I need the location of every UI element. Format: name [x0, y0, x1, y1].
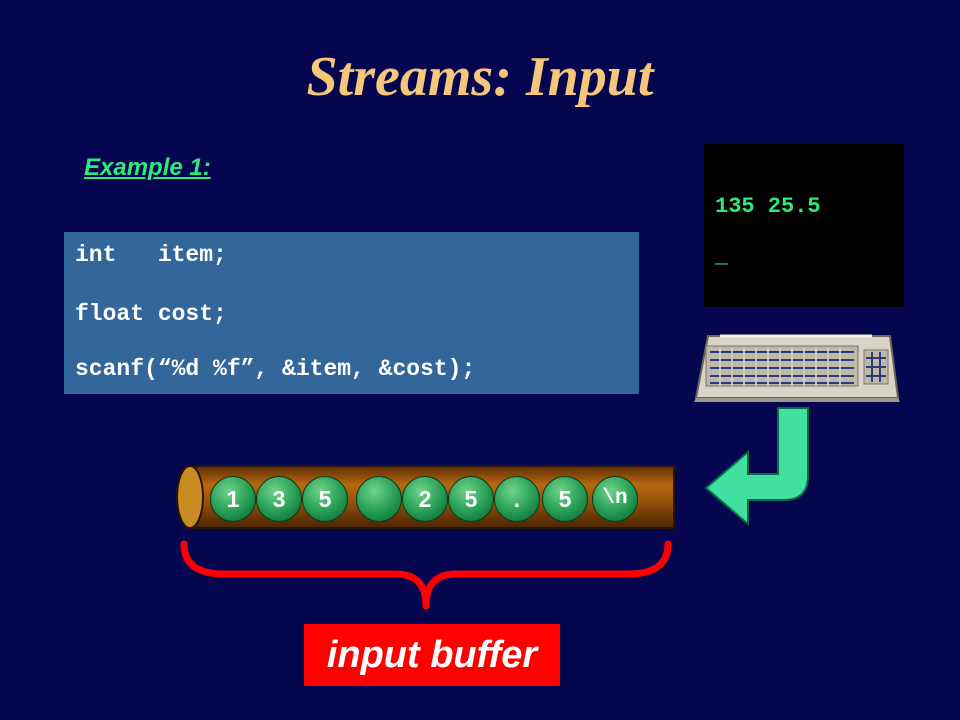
buffer-char-space — [356, 476, 402, 522]
code-line-declare-item: int item; — [75, 242, 227, 268]
input-buffer-label: input buffer — [304, 624, 560, 686]
slide-title: Streams: Input — [306, 46, 654, 108]
terminal-input-text: 135 25.5 — [715, 194, 821, 219]
terminal-cursor: _ — [715, 244, 729, 269]
curly-brace-icon — [180, 540, 672, 610]
buffer-char: 1 — [210, 476, 256, 522]
buffer-char: 3 — [256, 476, 302, 522]
terminal-screen: 135 25.5 _ — [704, 144, 904, 307]
buffer-char: 5 — [448, 476, 494, 522]
buffer-char: . — [494, 476, 540, 522]
buffer-char: 2 — [402, 476, 448, 522]
curved-arrow-icon — [704, 407, 809, 527]
buffer-char: 5 — [302, 476, 348, 522]
buffer-char-newline: \n — [592, 476, 638, 522]
example-label: Example 1: — [84, 154, 211, 181]
keyboard-icon — [694, 334, 900, 402]
code-block: int item; float cost; scanf(“%d %f”, &it… — [64, 232, 639, 394]
code-line-scanf: scanf(“%d %f”, &item, &cost); — [75, 356, 476, 382]
code-line-declare-cost: float cost; — [75, 301, 227, 327]
buffer-char: 5 — [542, 476, 588, 522]
